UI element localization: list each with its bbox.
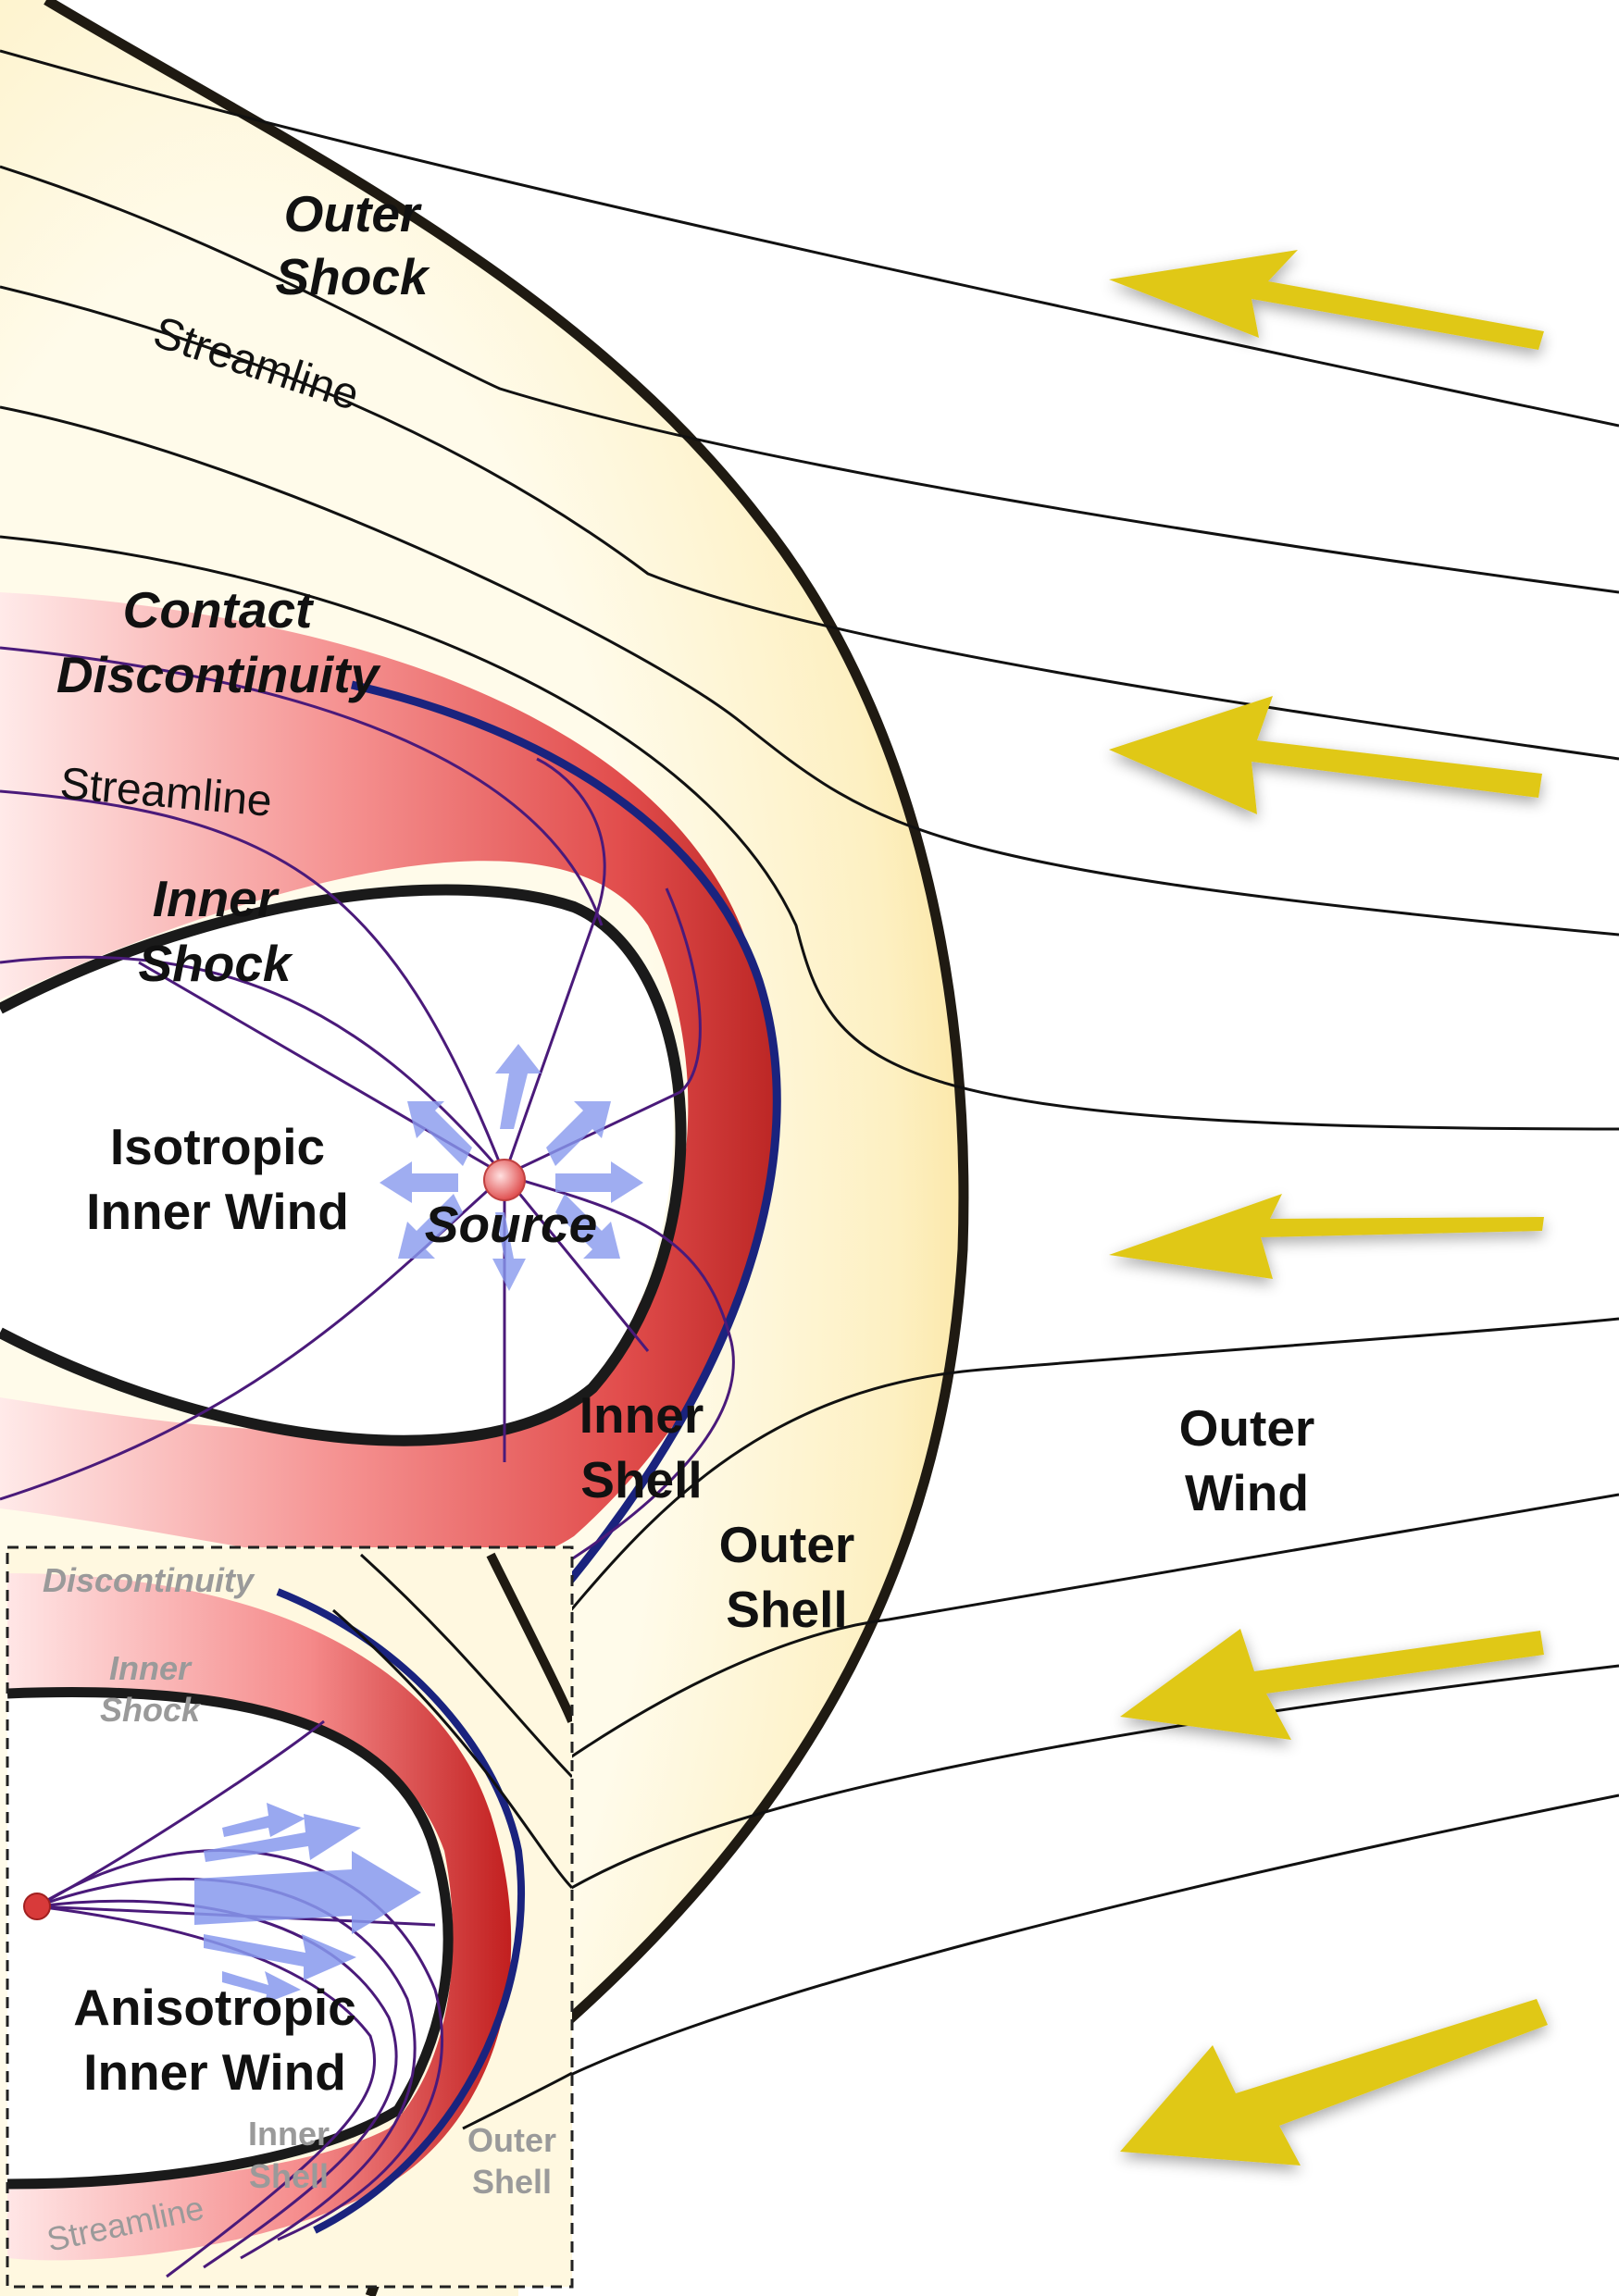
source-icon	[483, 1159, 526, 1201]
isotropic-inner-wind-label-2: Inner Wind	[86, 1183, 349, 1240]
wind-arrow-4	[1120, 1629, 1544, 1740]
inner-shock-label-1: Inner	[153, 870, 280, 927]
inset-arrow-4	[222, 1803, 305, 1837]
source-arrow-up	[495, 1044, 542, 1129]
inset-arrow-5	[222, 1971, 301, 2004]
inset-contact-line	[276, 1588, 525, 2234]
outer-wind-arrows	[1109, 250, 1548, 2166]
inset-cavity	[7, 1692, 449, 2184]
outer-wind-label-1: Outer	[1179, 1399, 1315, 1457]
inset-inner-shock-label-1: Inner	[109, 1649, 193, 1687]
isotropic-inner-wind-label-1: Isotropic	[110, 1118, 325, 1175]
inset-border	[6, 1545, 574, 2289]
inner-shell-label-2: Shell	[580, 1451, 702, 1508]
contact-discontinuity-line	[351, 680, 781, 1622]
inset-inner-shock-label-2: Shock	[100, 1691, 202, 1729]
wind-arrow-3	[1109, 1194, 1544, 1279]
inset-inner-shell-label-1: Inner	[248, 2115, 330, 2153]
inset-outer-shell-label-1: Outer	[467, 2121, 556, 2159]
inset-anisotropic-label-1: Anisotropic	[73, 1979, 356, 2036]
inner-shell-label-1: Inner	[579, 1386, 704, 1444]
inset-outer-shock	[486, 1552, 572, 1723]
outer-shell-label-1: Outer	[719, 1516, 855, 1573]
source-arrow-downright	[555, 1194, 620, 1259]
inner-cavity	[0, 889, 674, 1441]
inset-arrow-2	[204, 1814, 361, 1862]
outer-streamlines	[0, 49, 1619, 2084]
outer-shock-label-1: Outer	[284, 185, 422, 242]
inset-inner-shell	[7, 1573, 512, 2261]
inset-arrow-1	[194, 1851, 421, 1934]
source-arrow-down	[492, 1212, 526, 1291]
wind-arrow-5	[1120, 1999, 1548, 2166]
inner-shell-region	[0, 592, 778, 1569]
inset-anisotropic-label-2: Inner Wind	[83, 2043, 346, 2101]
source-arrow-downleft	[398, 1194, 463, 1259]
inset-discontinuity-label: Discontinuity	[43, 1561, 255, 1599]
source-arrow-upleft	[407, 1101, 472, 1166]
inset-outer-shell-label-2: Shell	[472, 2163, 552, 2201]
outer-wind-label-2: Wind	[1185, 1464, 1309, 1521]
inset-wind-arrows	[194, 1803, 421, 2004]
inner-shock-label-2: Shock	[138, 935, 293, 992]
contact-discontinuity-label-2: Discontinuity	[56, 646, 381, 703]
source-arrow-left	[380, 1161, 458, 1203]
source-label: Source	[425, 1196, 597, 1253]
inset-arrow-3	[204, 1934, 356, 1980]
source-arrow-upright	[546, 1101, 611, 1166]
source-wind-arrows	[380, 1044, 643, 1291]
source-arrow-right	[555, 1161, 643, 1203]
contact-discontinuity-label-1: Contact	[123, 581, 315, 639]
inset-inner-shell-label-2: Shell	[249, 2157, 329, 2195]
anisotropic-inset: Discontinuity Inner Shock Anisotropic In…	[6, 1545, 574, 2289]
wind-arrow-2	[1109, 696, 1542, 814]
outer-shell-label-2: Shell	[726, 1581, 847, 1638]
wind-arrow-1	[1109, 250, 1544, 350]
outer-shock-label-2: Shock	[275, 248, 430, 305]
inset-source-icon	[23, 1893, 51, 1920]
inset-inner-shock	[7, 1687, 454, 2190]
